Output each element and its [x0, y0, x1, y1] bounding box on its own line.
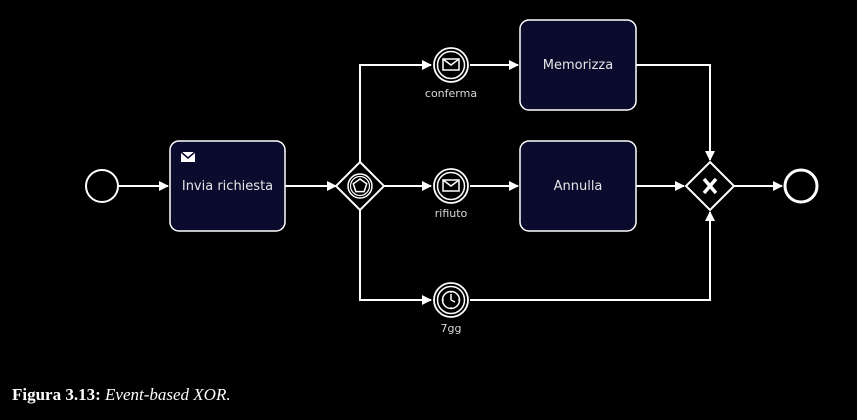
task-send-request[interactable]: Invia richiesta — [169, 140, 286, 232]
flow-store-to-xor — [636, 64, 715, 161]
task-store[interactable]: Memorizza — [519, 19, 637, 111]
event-reject-label: rifiuto — [435, 207, 468, 220]
bpmn-diagram: Invia richiesta conferma rifiuto — [85, 19, 819, 335]
clock-icon — [441, 290, 461, 310]
task-cancel[interactable]: Annulla — [519, 140, 637, 232]
caption-text: Event-based XOR. — [105, 385, 231, 404]
event-timer-label: 7gg — [441, 322, 462, 335]
caption-number: Figura 3.13: — [12, 385, 101, 404]
event-confirm[interactable] — [433, 47, 469, 83]
task-store-label: Memorizza — [543, 58, 613, 73]
figure-caption: Figura 3.13: Event-based XOR. — [12, 385, 231, 405]
task-cancel-label: Annulla — [554, 179, 603, 194]
gateway-outer-circle-icon — [347, 173, 373, 199]
task-send-request-label: Invia richiesta — [182, 179, 273, 194]
gateway-inner-circle-icon — [349, 175, 371, 197]
flow-timer-to-xor — [470, 211, 715, 301]
event-reject[interactable] — [433, 168, 469, 204]
envelope-icon — [442, 58, 460, 71]
end-event[interactable] — [783, 168, 819, 204]
event-based-gateway[interactable] — [334, 160, 386, 212]
envelope-icon — [442, 179, 460, 192]
event-confirm-label: conferma — [425, 87, 477, 100]
send-message-icon — [180, 151, 196, 162]
pentagon-icon — [352, 178, 368, 193]
flow-gateway-to-confirm — [359, 60, 432, 162]
event-timer[interactable] — [433, 282, 469, 318]
xor-gateway[interactable] — [684, 160, 736, 212]
start-event[interactable] — [85, 169, 119, 203]
flow-gateway-to-timer — [359, 210, 432, 305]
x-mark-icon — [702, 177, 718, 195]
